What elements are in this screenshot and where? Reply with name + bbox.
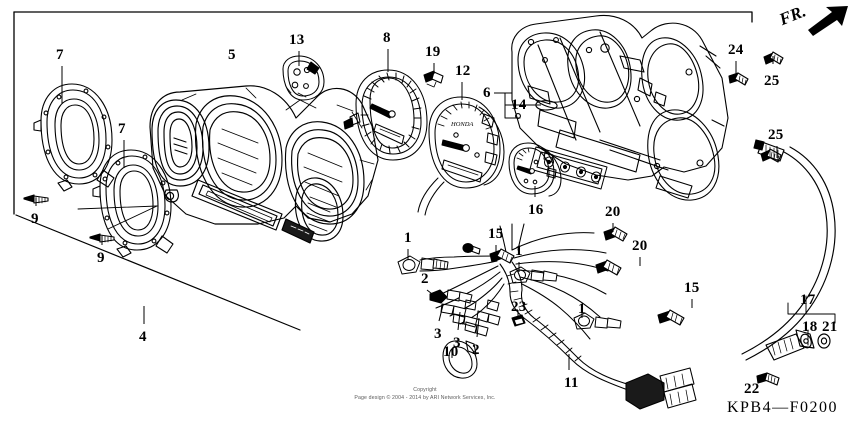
grommet-14 xyxy=(535,100,558,111)
callout-9-upper: 9 xyxy=(31,211,39,227)
meter-bezel-lower xyxy=(92,149,174,258)
indicator-switch-13 xyxy=(282,55,325,101)
meter-bezel-upper xyxy=(33,83,115,192)
group-boundary-line xyxy=(15,214,301,331)
bulb-top-small xyxy=(462,242,481,255)
copyright-line-1: Copyright xyxy=(413,387,437,394)
callout-20-a: 20 xyxy=(605,204,621,220)
callout-8: 8 xyxy=(383,30,391,46)
speedometer-12: HONDA xyxy=(417,96,505,216)
callout-15-a: 15 xyxy=(488,226,504,242)
callout-3-b: 3 xyxy=(453,335,461,351)
callout-24: 24 xyxy=(728,42,744,58)
callout-13: 13 xyxy=(289,32,305,48)
callout-17: 17 xyxy=(800,292,816,308)
callout-leader-lines xyxy=(35,49,778,370)
bulb-sockets-left xyxy=(397,255,501,337)
callout-1-b: 1 xyxy=(515,243,523,259)
callout-25-lower: 25 xyxy=(768,127,784,143)
callout-1-a: 1 xyxy=(404,230,412,246)
callout-18: 18 xyxy=(802,319,818,335)
callout-20-b: 20 xyxy=(632,238,648,254)
callout-7-upper: 7 xyxy=(56,47,64,63)
callout-1-c: 1 xyxy=(578,301,586,317)
callout-11: 11 xyxy=(564,375,579,391)
callout-10: 10 xyxy=(443,344,459,360)
clip-23 xyxy=(511,314,526,327)
callout-2-b: 2 xyxy=(472,342,480,358)
screw-25-upper xyxy=(763,51,784,65)
callout-12: 12 xyxy=(455,63,471,79)
callout-22: 22 xyxy=(744,381,760,397)
callout-2-a: 2 xyxy=(421,271,429,287)
meter-rear-housing xyxy=(511,14,729,201)
callout-4: 4 xyxy=(139,329,147,345)
callout-23: 23 xyxy=(511,299,527,315)
callout-21: 21 xyxy=(822,319,838,335)
callout-15-b: 15 xyxy=(684,280,700,296)
tachometer-8 xyxy=(343,69,428,161)
diagram-part-number: KPB4—F0200 xyxy=(726,399,838,416)
harness-connector xyxy=(625,367,697,410)
front-direction-arrow-icon xyxy=(808,6,848,36)
grommet-10 xyxy=(442,340,478,379)
callout-9-lower: 9 xyxy=(97,250,105,266)
clip-19 xyxy=(423,70,444,88)
screw-24 xyxy=(728,72,749,86)
callout-5: 5 xyxy=(228,47,236,63)
meter-case-assembly xyxy=(149,85,379,244)
callout-19: 19 xyxy=(425,44,441,60)
callout-25-upper: 25 xyxy=(764,73,780,89)
screws-right-group xyxy=(489,226,685,326)
speedometer-cable-17 xyxy=(741,139,836,386)
svg-text:HONDA: HONDA xyxy=(450,121,473,128)
copyright-line-2: Page design © 2004 - 2014 by ARI Network… xyxy=(354,395,496,402)
connector-strip-6 xyxy=(529,146,608,190)
callout-7-lower: 7 xyxy=(118,121,126,137)
callout-14: 14 xyxy=(511,97,527,113)
callout-16: 16 xyxy=(528,202,544,218)
screw-9-lower xyxy=(89,233,115,243)
copyright-block: Copyright Page design © 2004 - 2014 by A… xyxy=(0,387,850,403)
bulb-socket-1c xyxy=(573,312,622,330)
callout-3-a: 3 xyxy=(434,326,442,342)
wire-harness-11 xyxy=(419,223,635,391)
sheet-border xyxy=(13,11,753,215)
callout-6: 6 xyxy=(483,85,491,101)
